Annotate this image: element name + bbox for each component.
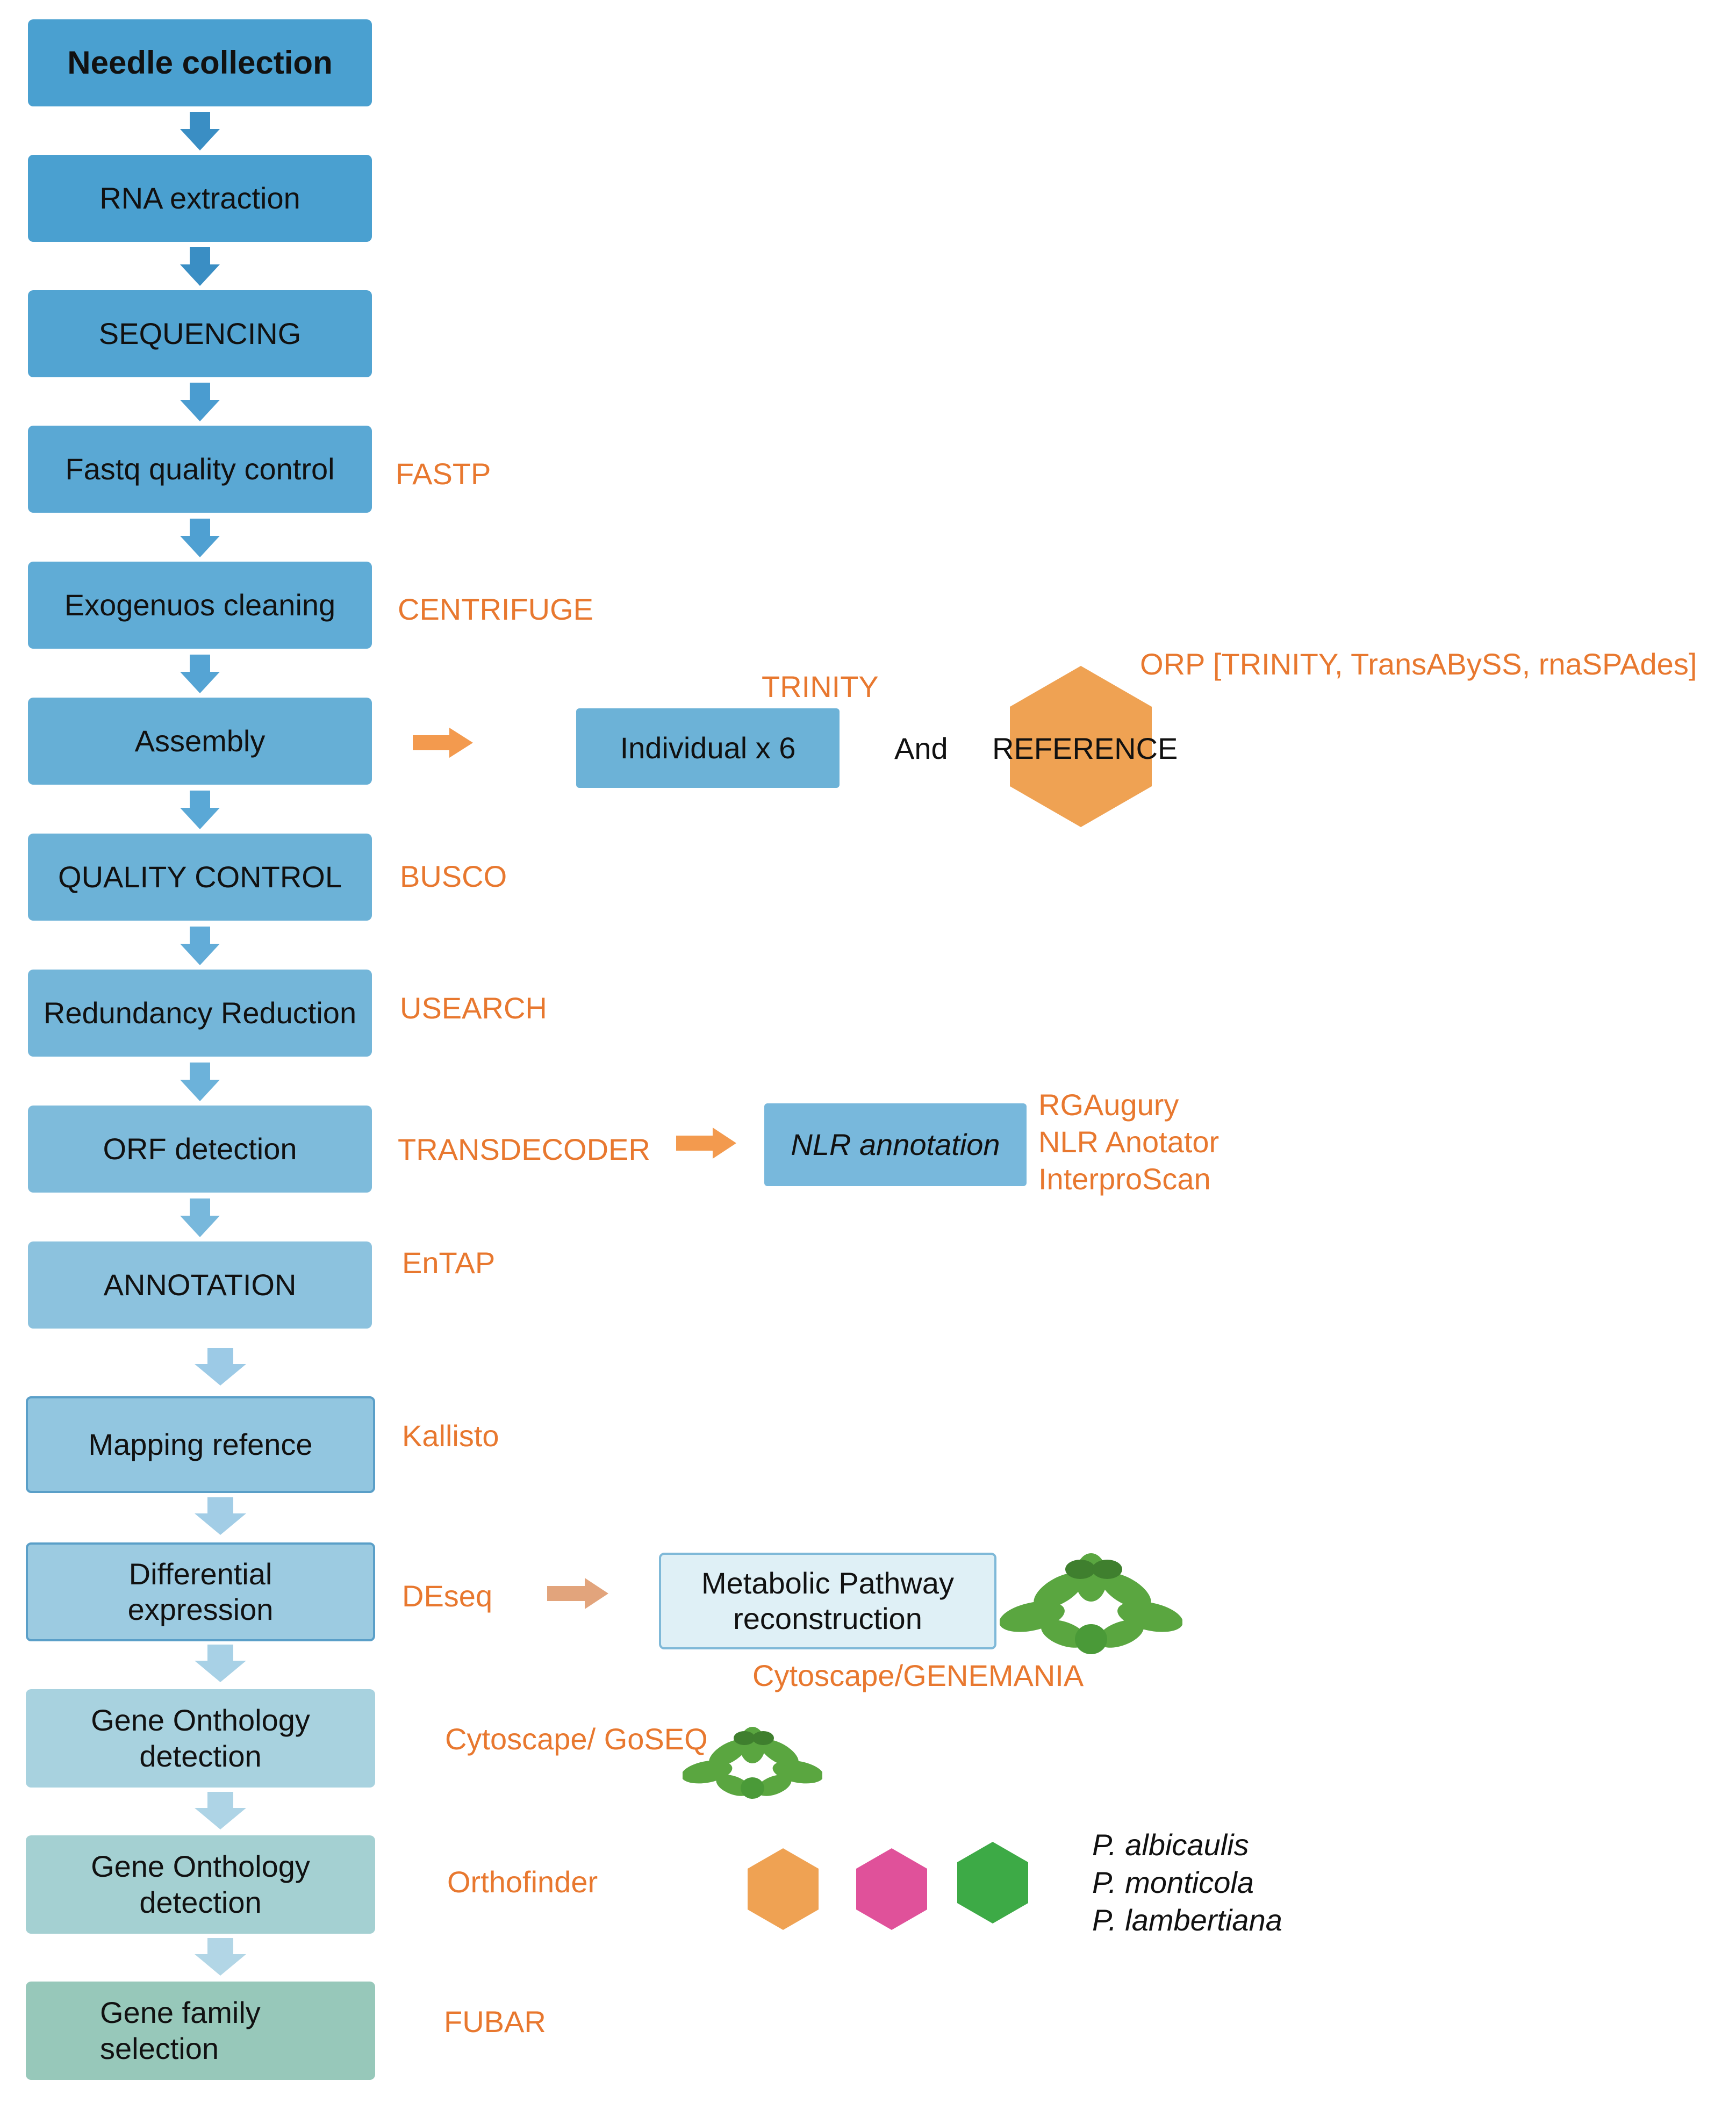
step-differential-expression: Differential expression [26, 1542, 375, 1641]
tool-fastp: FASTP [396, 457, 491, 491]
step-fastq-quality-control: Fastq quality control [28, 426, 372, 513]
tool-fubar: FUBAR [444, 2005, 546, 2039]
metabolic-pathway-box: Metabolic Pathway reconstruction [659, 1553, 996, 1649]
step-rna-extraction: RNA extraction [28, 155, 372, 242]
down-arrow-3 [180, 383, 220, 421]
down-arrow-5 [180, 655, 220, 693]
tool-centrifuge: CENTRIFUGE [398, 592, 593, 626]
tool-rgaugury: RGAugury [1038, 1088, 1179, 1122]
tool-nlr-anotator: NLR Anotator [1038, 1125, 1219, 1159]
down-arrow-4 [180, 519, 220, 557]
tool-orp: ORP [TRINITY, TransABySS, rnaSPAdes] [1140, 647, 1697, 681]
tool-busco: BUSCO [400, 859, 507, 893]
step-redundancy-reduction: Redundancy Reduction [28, 970, 372, 1057]
down-arrow-10 [195, 1348, 246, 1386]
step-assembly: Assembly [28, 698, 372, 785]
step-annotation: ANNOTATION [28, 1241, 372, 1329]
reference-hexagon [1010, 666, 1152, 827]
down-arrow-1 [180, 112, 220, 150]
down-arrow-7 [180, 927, 220, 965]
down-arrow-13 [195, 1792, 246, 1829]
step-gene-ontology-detection-2: Gene Onthology detection [26, 1835, 375, 1934]
step-quality-control: QUALITY CONTROL [28, 834, 372, 921]
reference-label: REFERENCE [992, 731, 1178, 765]
species-monticola: P. monticola [1092, 1865, 1254, 1899]
step-orf-detection: ORF detection [28, 1106, 372, 1193]
tool-entap: EnTAP [402, 1246, 496, 1280]
species-lambertiana: P. lambertiana [1092, 1903, 1282, 1937]
down-arrow-9 [180, 1198, 220, 1237]
step-sequencing: SEQUENCING [28, 290, 372, 377]
step-exogenous-cleaning: Exogenuos cleaning [28, 562, 372, 649]
magenta-species-hexagon [856, 1848, 927, 1930]
tool-cytoscape-goseq: Cytoscape/ GoSEQ [445, 1722, 708, 1756]
species-albicaulis: P. albicaulis [1092, 1828, 1249, 1862]
tool-kallisto: Kallisto [402, 1419, 499, 1453]
individual-box: Individual x 6 [576, 708, 840, 788]
plant-icon-small [683, 1727, 822, 1799]
step-needle-collection: Needle collection [28, 19, 372, 106]
down-arrow-12 [195, 1645, 246, 1682]
step-gene-family-selection: Gene family selection [26, 1982, 375, 2080]
orange-species-hexagon [748, 1848, 819, 1930]
orange-arrow-assembly [413, 728, 473, 758]
plant-icon [1000, 1553, 1182, 1654]
green-species-hexagon [957, 1842, 1028, 1923]
down-arrow-11 [195, 1497, 246, 1535]
down-arrow-2 [180, 247, 220, 286]
tan-arrow-deseq [547, 1578, 608, 1609]
tool-interproscan: InterproScan [1038, 1162, 1211, 1196]
tool-trinity: TRINITY [762, 670, 879, 704]
down-arrow-8 [180, 1063, 220, 1101]
tool-cytoscape-genemania: Cytoscape/GENEMANIA [752, 1659, 1084, 1692]
down-arrow-6 [180, 791, 220, 829]
tool-transdecoder: TRANSDECODER [398, 1132, 650, 1166]
step-gene-ontology-detection: Gene Onthology detection [26, 1689, 375, 1788]
tool-usearch: USEARCH [400, 991, 547, 1025]
orange-arrow-orf [676, 1128, 736, 1159]
nlr-annotation-box: NLR annotation [764, 1103, 1027, 1186]
and-label: And [894, 731, 948, 765]
step-mapping-reference: Mapping refence [26, 1396, 375, 1493]
tool-orthofinder: Orthofinder [447, 1865, 598, 1899]
tool-deseq: DEseq [402, 1579, 493, 1613]
down-arrow-14 [195, 1938, 246, 1976]
